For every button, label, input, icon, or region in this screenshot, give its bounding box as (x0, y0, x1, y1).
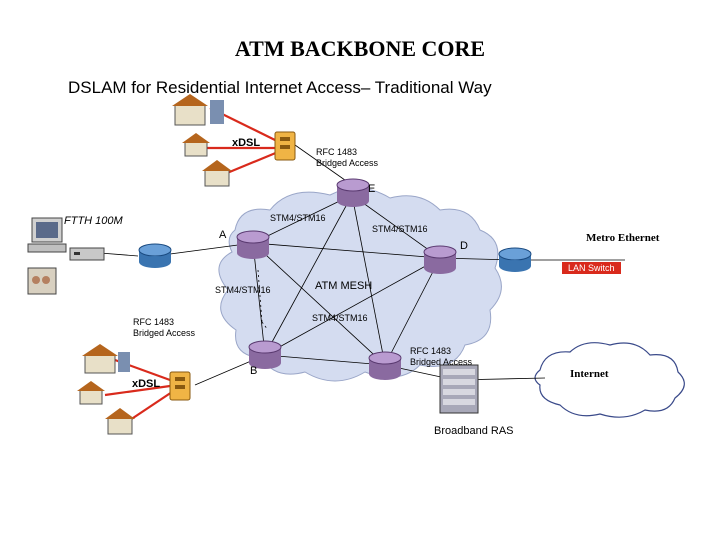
stm-label-left: STM4/STM16 (215, 285, 271, 295)
router-icon (236, 230, 270, 259)
computer-icon (27, 217, 67, 253)
router-icon (138, 243, 172, 268)
rfc-left-line2: Bridged Access (133, 328, 196, 338)
router-icon (498, 247, 532, 272)
rfc-top-line2: Bridged Access (316, 158, 379, 168)
dslam-icon (274, 131, 296, 161)
internet-label: Internet (570, 368, 609, 380)
page-title: ATM BACKBONE CORE (234, 36, 486, 61)
router-icon (336, 178, 370, 207)
lan-switch-badge: LAN Switch (562, 262, 621, 274)
xdsl-label-top: xDSL (232, 137, 261, 149)
dslam-icon (169, 371, 191, 401)
atm-mesh-label: ATM MESH (315, 280, 373, 292)
rfc-top-line1: RFC 1483 (316, 147, 358, 157)
router-icon (248, 340, 282, 369)
node-e-label: E (368, 183, 376, 195)
videophone-icon (27, 267, 57, 295)
node-b-label: B (250, 365, 258, 377)
house-icon (82, 344, 130, 374)
internet-cloud (534, 342, 685, 418)
stm-label-bottom: STM4/STM16 (312, 313, 368, 323)
router-icon (368, 351, 402, 380)
page-subtitle: DSLAM for Residential Internet Access– T… (68, 78, 492, 97)
house-icon (182, 133, 210, 157)
modem-icon (69, 247, 105, 261)
house-icon (105, 408, 135, 435)
rfc-right-line1: RFC 1483 (410, 346, 452, 356)
metro-ethernet-label: Metro Ethernet (586, 232, 660, 244)
house-icon (202, 160, 232, 187)
house-icon (172, 94, 224, 126)
house-icon (77, 381, 105, 405)
stm-label-top: STM4/STM16 (270, 213, 326, 223)
router-icon (423, 245, 457, 274)
stm-label-right: STM4/STM16 (372, 224, 428, 234)
ftth-label: FTTH 100M (64, 215, 123, 227)
broadband-ras-label: Broadband RAS (434, 425, 514, 437)
xdsl-label-bottom: xDSL (132, 378, 161, 390)
rfc-left-line1: RFC 1483 (133, 317, 175, 327)
ras-server-icon (439, 364, 479, 414)
node-a-label: A (219, 229, 227, 241)
node-d-label: D (460, 240, 468, 252)
rfc-right-line2: Bridged Access (410, 357, 473, 367)
